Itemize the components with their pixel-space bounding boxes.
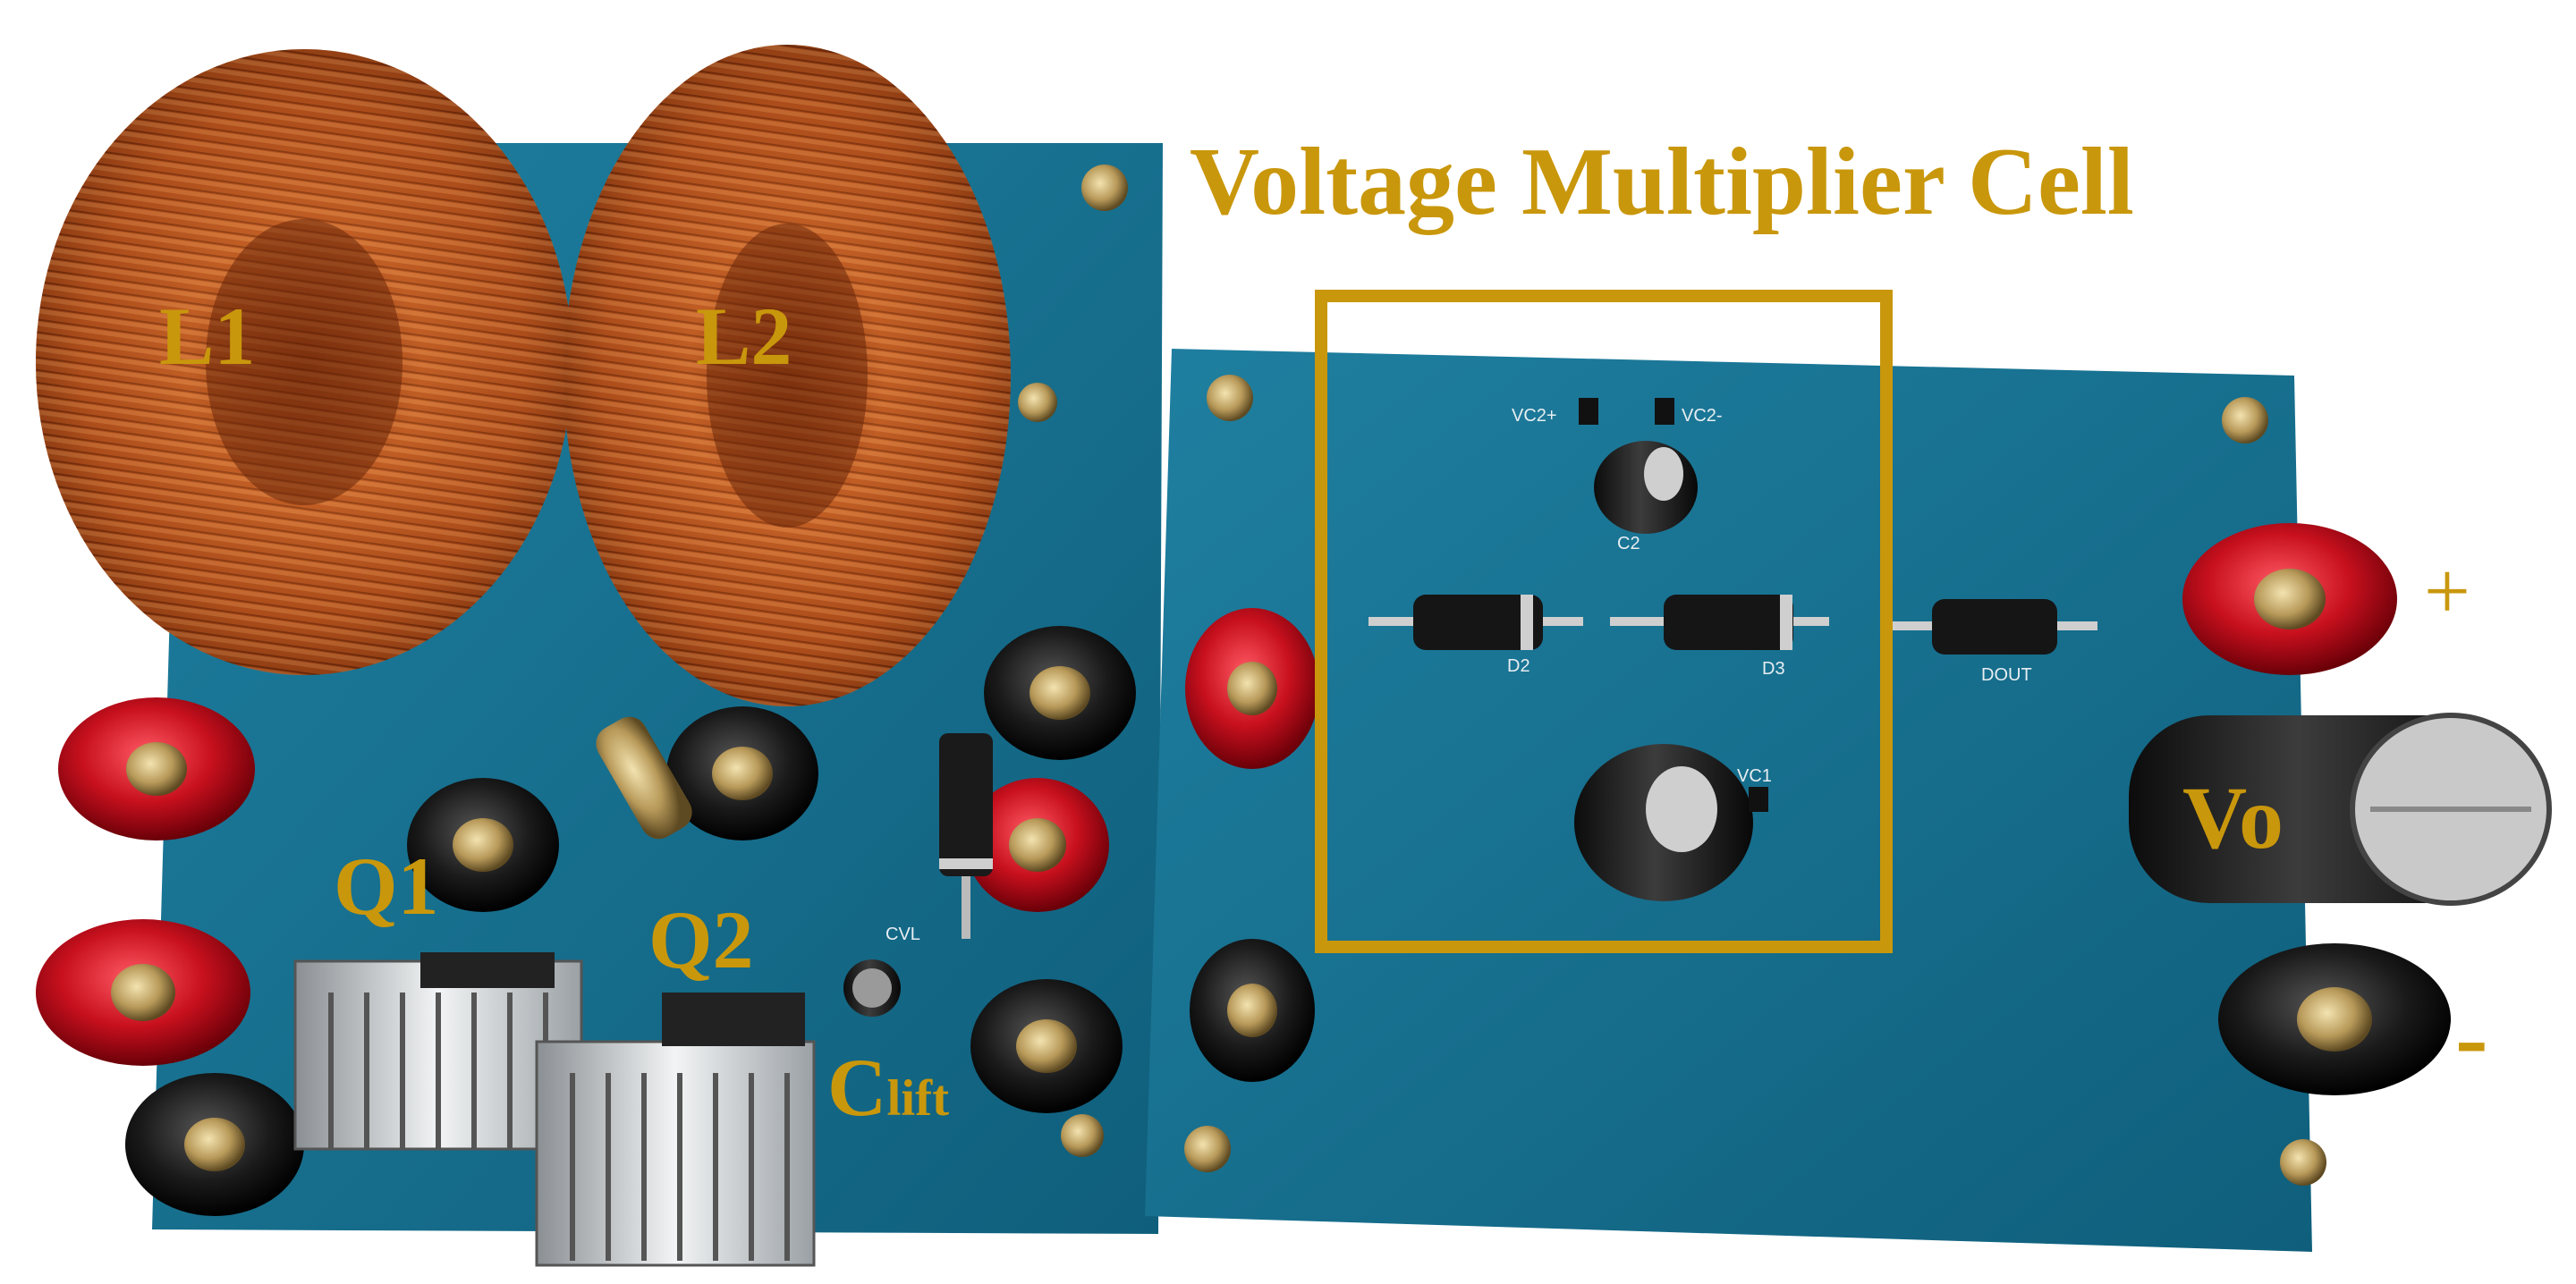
heatsink-q2 (535, 993, 816, 1267)
label-l2: L2 (696, 291, 792, 382)
screw-icons (1018, 165, 2326, 1186)
silk-d3: D3 (1762, 659, 1785, 679)
figure-title: Voltage Multiplier Cell (1190, 129, 2134, 235)
label-clift-main: C (827, 1042, 887, 1133)
label-clift: Clift (827, 1046, 949, 1128)
silk-c2: C2 (1617, 534, 1640, 553)
left-diode (939, 733, 993, 939)
silk-vc2-plus: VC2+ (1512, 406, 1557, 426)
multiplier-components (1368, 398, 2097, 901)
heatsink-q1 (293, 952, 583, 1151)
label-minus: - (2455, 983, 2488, 1092)
voltage-multiplier-cell-box (1315, 290, 1893, 953)
left-terminals (36, 626, 1136, 1216)
label-clift-sub: lift (886, 1070, 950, 1127)
label-vo: Vo (2182, 768, 2284, 867)
silk-d2: D2 (1507, 656, 1530, 676)
output-capacitor (2129, 713, 2552, 906)
silk-dout: DOUT (1981, 665, 2032, 685)
label-plus: + (2424, 545, 2470, 637)
output-terminals (2182, 523, 2451, 1095)
silk-cvl: CVL (886, 925, 920, 944)
silk-vc1: VC1 (1737, 766, 1772, 786)
right-input-terminals (1185, 608, 1319, 1082)
label-l1: L1 (159, 291, 256, 382)
inductor-l1 (36, 49, 572, 675)
label-q1: Q1 (334, 841, 439, 932)
inductor-l2 (564, 45, 1011, 706)
clift-capacitor (843, 959, 901, 1017)
silk-vc2-minus: VC2- (1682, 406, 1723, 426)
label-q2: Q2 (648, 894, 754, 985)
